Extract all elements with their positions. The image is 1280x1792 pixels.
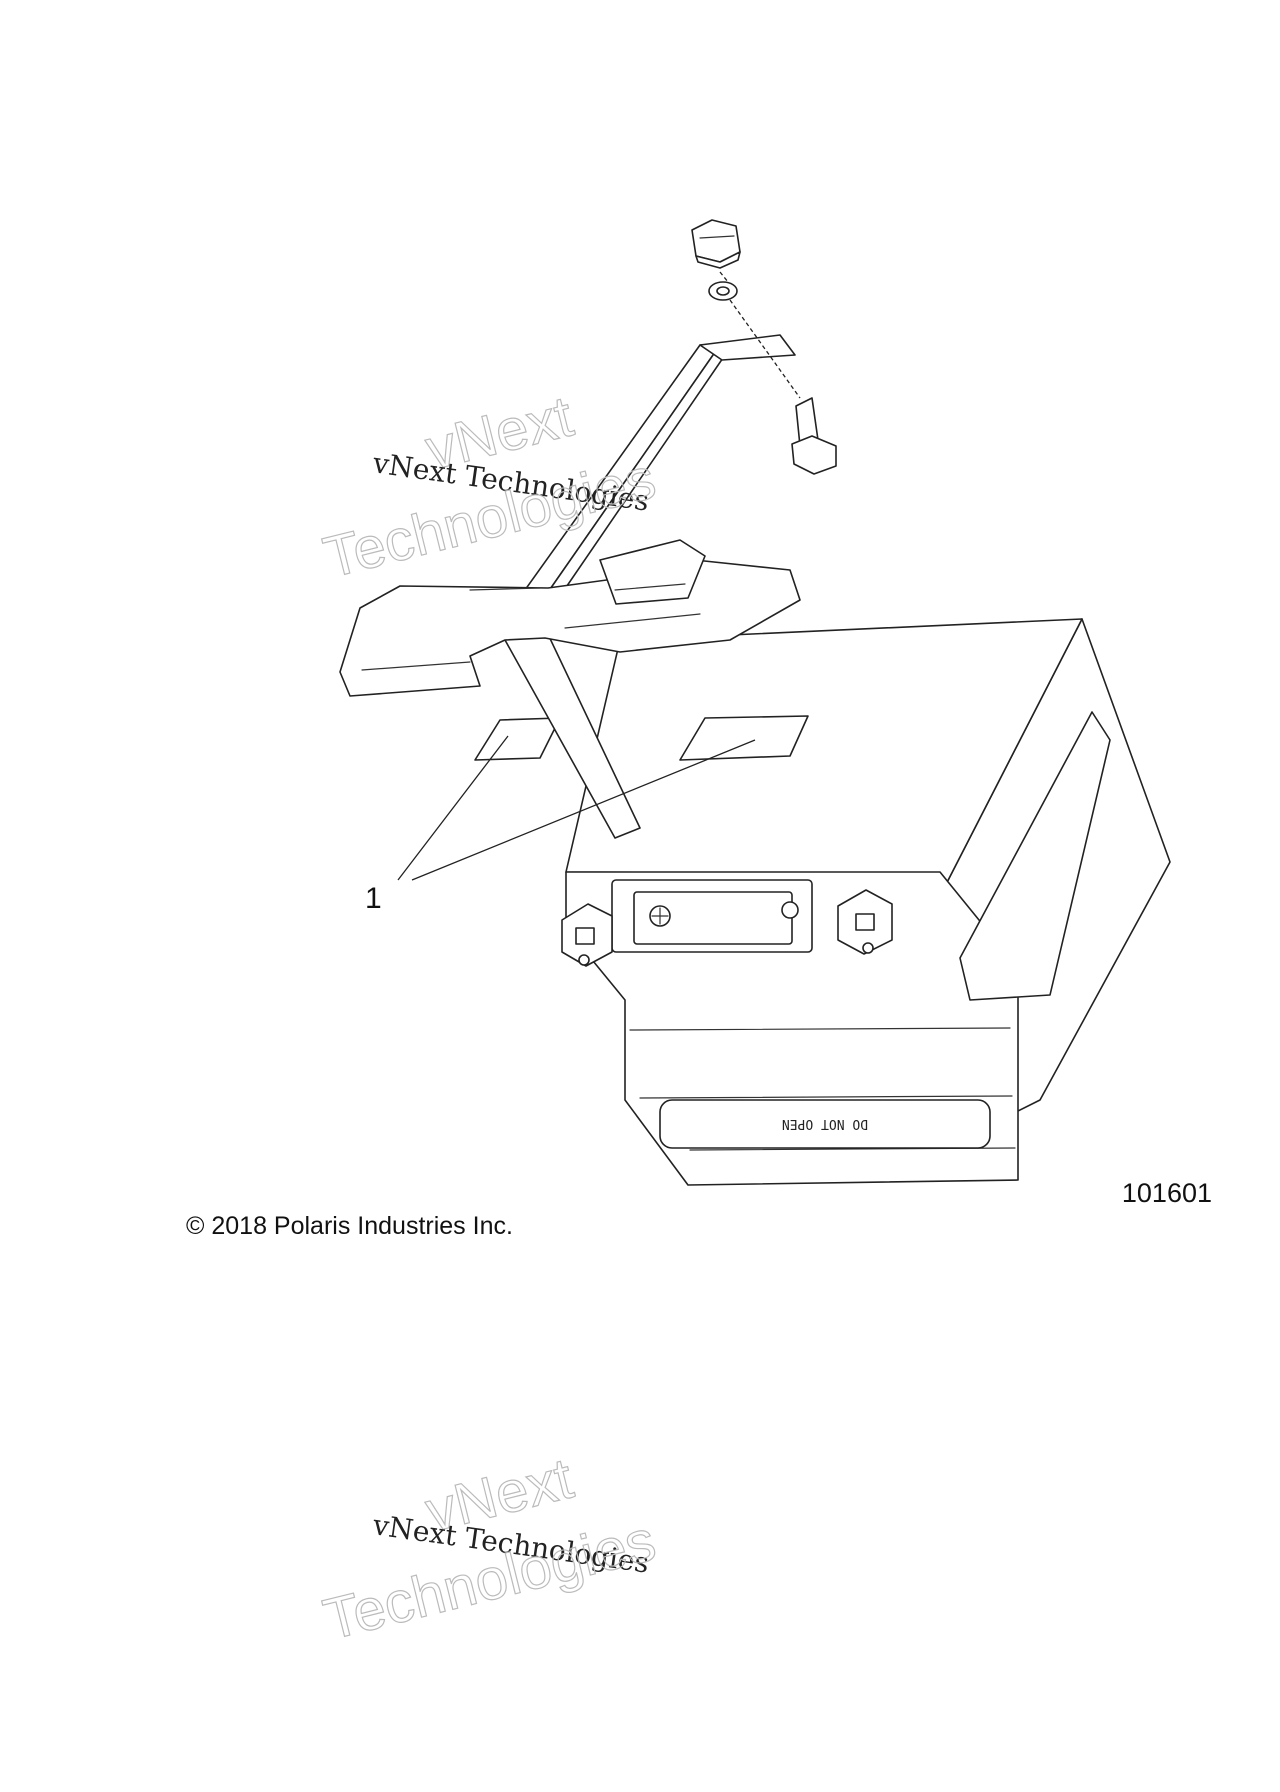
watermark-bottom: vNext vNext Technologies Technologies: [317, 1445, 662, 1653]
washer: [708, 281, 738, 301]
battery-warning-label: DO NOT OPEN: [782, 1116, 868, 1131]
mounting-hardware: [691, 219, 837, 475]
copyright-notice: © 2018 Polaris Industries Inc.: [186, 1212, 513, 1240]
right-terminal: [837, 889, 893, 955]
battery-holder: [339, 539, 801, 697]
flange-nut: [691, 219, 741, 269]
battery: DO NOT OPEN: [561, 618, 1171, 1186]
rubber-pad-left: [474, 717, 561, 761]
left-terminal: [561, 903, 613, 967]
callout-label-1: 1: [365, 882, 382, 915]
hold-down-strap: [504, 334, 796, 839]
figure-number: 101601: [1121, 1178, 1212, 1208]
hex-bolt: [791, 397, 837, 475]
callout-leaders: 1: [365, 735, 756, 915]
rubber-pad-right: [679, 715, 809, 761]
